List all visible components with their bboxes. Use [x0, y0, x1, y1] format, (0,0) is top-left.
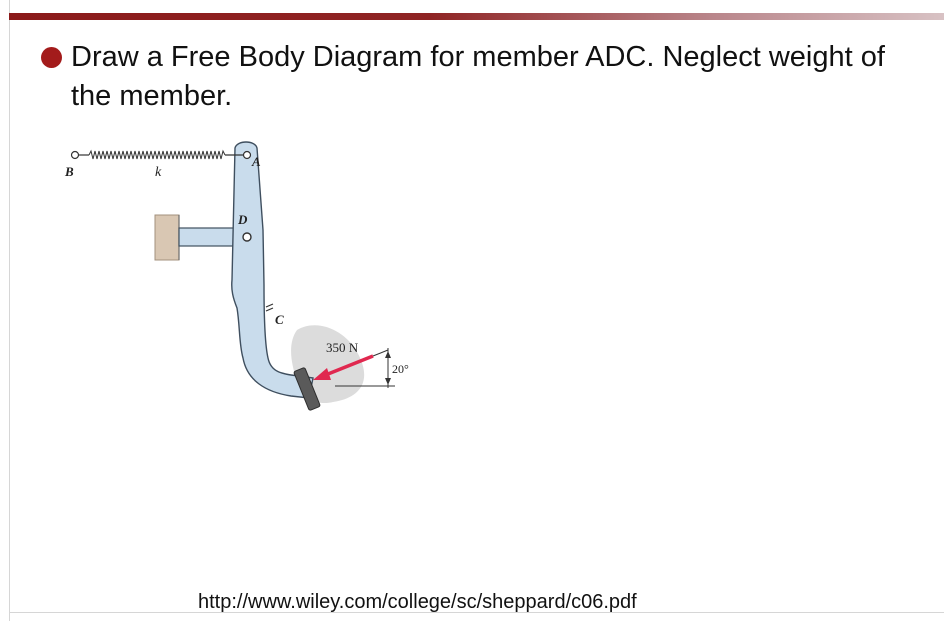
slide-bottom-border [9, 612, 944, 613]
pedal-pad [293, 367, 321, 411]
title-accent-bar [9, 13, 944, 20]
label-b: B [64, 164, 74, 179]
wall-support [154, 214, 180, 261]
pin-d [242, 232, 252, 242]
point-c-marker [265, 303, 274, 308]
pin-b [70, 150, 80, 160]
label-force: 350 N [326, 340, 359, 355]
point-c-marker-2 [265, 307, 274, 312]
source-url-link[interactable]: http://www.wiley.com/college/sc/sheppard… [198, 591, 637, 613]
spring-coil [88, 149, 226, 160]
label-d: D [237, 212, 248, 227]
force-arrow-shaft [322, 354, 374, 378]
member-adc [231, 141, 314, 399]
label-k: k [155, 165, 162, 180]
label-a: A [251, 154, 261, 169]
pin-a [242, 150, 252, 160]
force-line-extension [372, 349, 389, 357]
angle-arrow-bottom [385, 378, 391, 385]
pedal-mechanism-figure: B k A D C 350 N 20° [55, 130, 455, 420]
angle-arrow-top [385, 351, 391, 358]
label-c: C [275, 312, 284, 327]
problem-statement: Draw a Free Body Diagram for member ADC.… [71, 41, 885, 112]
bullet-icon [41, 47, 62, 68]
force-arrow-head [313, 368, 331, 380]
mechanism-diagram: B k A D C 350 N 20° [64, 141, 409, 411]
slide-left-border [9, 0, 10, 621]
label-angle: 20° [392, 362, 409, 376]
